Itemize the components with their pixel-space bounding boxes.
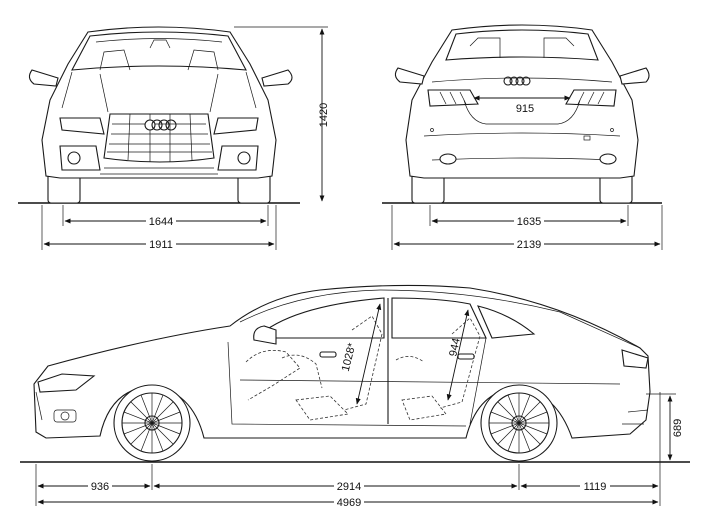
dim-rear-overhang: 1119	[584, 481, 607, 493]
side-view	[20, 284, 690, 463]
rear-dimensions: 915 1635 2139	[391, 95, 663, 251]
dim-mirror-width: 2139	[517, 239, 541, 251]
dim-wheelbase: 2914	[337, 481, 361, 493]
rings-logo-front	[144, 119, 177, 131]
dim-rear-track: 1635	[517, 216, 541, 228]
dim-front-overhang: 936	[91, 481, 109, 493]
dim-rear-window: 915	[516, 103, 534, 115]
side-dimensions: 1028* 944 936 2914 1119 4969 689	[35, 303, 684, 509]
dim-rear-headroom: 944	[447, 337, 463, 357]
rear-wheel	[480, 384, 558, 462]
front-dimensions: 1644 1911 1420	[41, 26, 330, 251]
rear-view	[382, 24, 662, 204]
dim-front-track: 1644	[149, 216, 173, 228]
rings-logo-rear	[503, 76, 531, 86]
dim-height: 1420	[318, 103, 330, 127]
dim-front-width: 1911	[149, 239, 173, 251]
dim-ride-height: 689	[672, 419, 684, 437]
front-wheel	[113, 384, 191, 462]
front-view	[18, 26, 300, 204]
dim-overall-length: 4969	[337, 497, 361, 509]
